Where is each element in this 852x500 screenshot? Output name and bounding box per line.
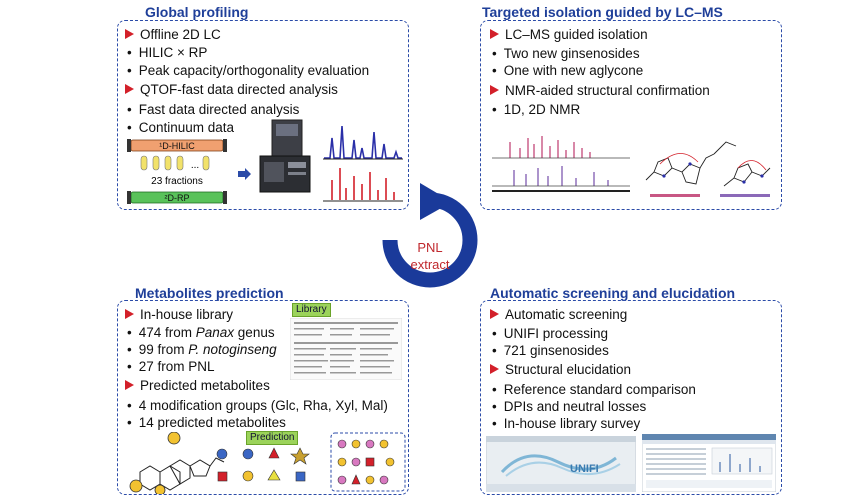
library-table-thumbnail — [290, 318, 402, 380]
mass-spectrometer-icon — [259, 119, 311, 193]
panel-metabolites-prediction — [117, 300, 409, 495]
screening-item-0: Automatic screening — [490, 307, 627, 323]
panel-global-profiling — [117, 20, 409, 210]
targeted-item-0: LC–MS guided isolation — [490, 27, 648, 43]
center-label-line2: extract — [410, 257, 450, 272]
metabolites-item-2-italic: P. notoginseng — [188, 342, 277, 357]
screening-item-5: DPIs and neutral losses — [492, 399, 647, 415]
metabolites-item-1-prefix: 474 from — [138, 325, 196, 340]
screening-item-6: In-house library survey — [492, 416, 641, 432]
panel-title-global-profiling: Global profiling — [145, 4, 249, 20]
fractions-ellipsis: ... — [191, 160, 199, 171]
screening-item-2: 721 ginsenosides — [492, 343, 609, 359]
metabolites-item-0: In-house library — [125, 307, 233, 323]
hilic-label: ¹D-HILIC — [159, 141, 195, 151]
metabolites-item-1-suffix: genus — [234, 325, 275, 340]
metabolites-item-1: 474 from Panax genus — [127, 325, 275, 341]
to-instrument-arrow-icon — [238, 168, 251, 180]
lcms-chromatogram-plot — [490, 130, 632, 196]
nmr-structures-icon — [645, 141, 771, 197]
center-label-line1: PNL — [417, 240, 443, 255]
global-item-3: QTOF-fast data directed analysis — [125, 82, 338, 98]
chromatogram-peaks-top — [509, 136, 591, 158]
global-item-5: Continuum data — [127, 120, 234, 136]
rp-label: ²D-RP — [165, 193, 190, 203]
screening-item-4: Reference standard comparison — [492, 382, 696, 398]
global-item-4: Fast data directed analysis — [127, 102, 300, 118]
metabolites-item-6: 14 predicted metabolites — [127, 415, 286, 431]
targeted-item-1: Two new ginsenosides — [492, 46, 640, 62]
metabolites-item-4: Predicted metabolites — [125, 378, 270, 394]
library-tag: Library — [292, 303, 331, 317]
modification-groups-icon — [216, 447, 310, 482]
chromatogram-ticks — [492, 190, 630, 192]
targeted-item-3: NMR-aided structural confirmation — [490, 83, 710, 99]
unifi-brand-text: UNIFI — [570, 463, 599, 475]
panel-title-automatic-screening: Automatic screening and elucidation — [490, 285, 736, 301]
panel-title-targeted-isolation: Targeted isolation guided by LC–MS — [482, 4, 723, 20]
fractions-label: 23 fractions — [151, 176, 203, 187]
cycle-arrow-icon — [382, 183, 478, 288]
unifi-software-screenshot: UNIFI — [486, 436, 636, 492]
blue-spectrum — [324, 125, 402, 159]
global-item-0: Offline 2D LC — [125, 27, 221, 43]
aglycone-structure-icon — [129, 432, 225, 494]
red-spectrum — [331, 168, 395, 200]
metabolites-item-5: 4 modification groups (Glc, Rha, Xyl, Ma… — [127, 398, 388, 414]
fraction-tubes — [140, 155, 210, 171]
two-d-lc-scheme: ¹D-HILIC ... 23 fractions ²D-RP — [127, 139, 227, 204]
rp-column-cap-left — [127, 191, 131, 204]
global-item-1: HILIC × RP — [127, 45, 208, 61]
metabolites-item-2: 99 from P. notoginseng — [127, 342, 277, 358]
targeted-item-2: One with new aglycone — [492, 63, 644, 79]
screening-item-3: Structural elucidation — [490, 362, 631, 378]
chromatogram-peaks-bottom — [513, 166, 609, 186]
predicted-metabolites-icon — [330, 432, 406, 492]
screening-item-1: UNIFI processing — [492, 326, 608, 342]
results-software-screenshot — [642, 434, 776, 492]
rp-column-cap-right — [223, 191, 227, 204]
metabolites-item-3: 27 from PNL — [127, 359, 215, 375]
panel-automatic-screening — [480, 300, 782, 495]
panel-title-metabolites-prediction: Metabolites prediction — [135, 285, 284, 301]
hilic-column-cap-right — [223, 139, 227, 152]
prediction-tag: Prediction — [246, 431, 299, 445]
hilic-column-cap-left — [127, 139, 131, 152]
targeted-item-4: 1D, 2D NMR — [492, 102, 581, 118]
global-item-2: Peak capacity/orthogonality evaluation — [127, 63, 369, 79]
metabolites-item-1-italic: Panax — [195, 325, 235, 340]
metabolites-item-2-prefix: 99 from — [138, 342, 189, 357]
panel-targeted-isolation — [480, 20, 782, 210]
ms-spectra-plot — [323, 125, 403, 202]
